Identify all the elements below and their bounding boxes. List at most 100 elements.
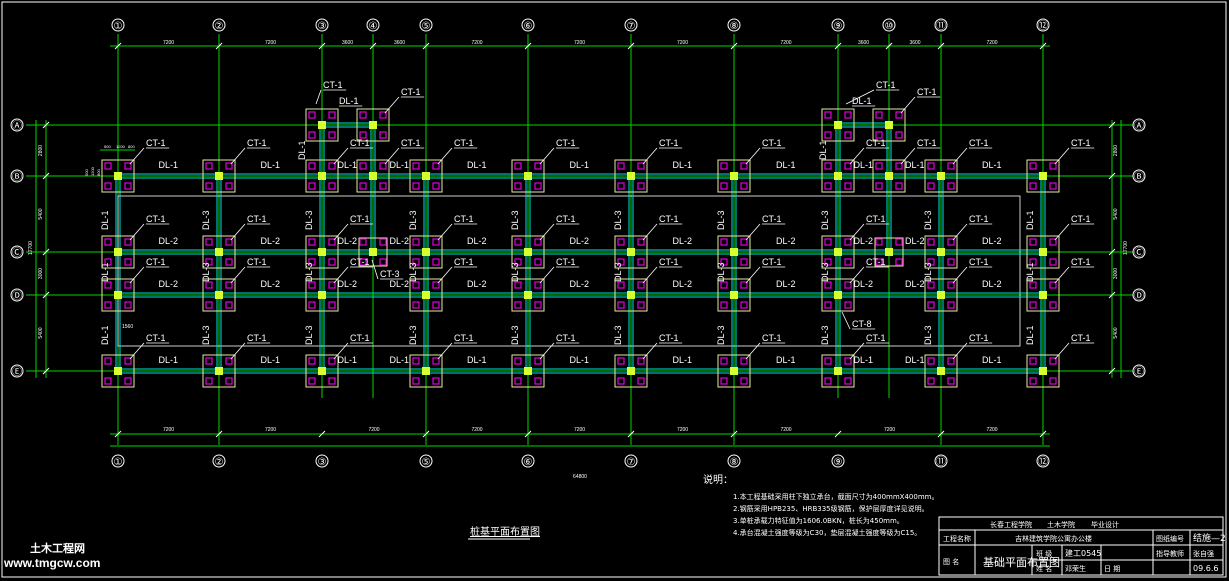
column [114, 291, 122, 299]
axis-bubble-label: ⑧ [730, 21, 739, 32]
leader-line [952, 223, 968, 241]
pile [637, 377, 645, 385]
pile [205, 377, 213, 385]
pile [308, 377, 316, 385]
pile [328, 182, 336, 190]
member-label: DL-1 [467, 355, 487, 365]
pile [1029, 182, 1037, 190]
dim-text-bottom: 7200 [780, 427, 791, 433]
pile [1049, 238, 1057, 246]
member-label-vertical: DL-3 [304, 325, 314, 345]
pile-cap [821, 235, 855, 269]
pile [514, 258, 522, 266]
pile [824, 301, 832, 309]
member-label-vertical: DL-3 [716, 210, 726, 230]
pile [947, 238, 955, 246]
pile [379, 111, 387, 119]
pile [412, 162, 420, 170]
member-label: DL-2 [467, 279, 487, 289]
pile [895, 182, 903, 190]
pile [308, 162, 316, 170]
dim-text-top: 3600 [858, 40, 869, 46]
column [369, 172, 377, 180]
column [834, 121, 842, 129]
dim-tick [730, 430, 738, 438]
pile [124, 357, 132, 365]
pile-cap [924, 354, 958, 388]
pile [824, 258, 832, 266]
pile [104, 377, 112, 385]
member-label: DL-1 [776, 355, 796, 365]
dim-tick [1039, 42, 1047, 50]
dim-tick [730, 42, 738, 50]
pile [895, 131, 903, 139]
column [369, 248, 377, 256]
pile [927, 182, 935, 190]
pile [1049, 301, 1057, 309]
pile [534, 357, 542, 365]
pile [1029, 301, 1037, 309]
pile [534, 258, 542, 266]
notes-block: 说明： 1.本工程基础采用柱下独立承台，截面尺寸为400mmX400mm。 2.… [703, 473, 938, 537]
column [318, 248, 326, 256]
column [730, 172, 738, 180]
dim-text-left: 5400 [38, 208, 44, 219]
leader-line [539, 147, 555, 165]
axis-bubble-label: ⑨ [834, 21, 843, 32]
pile [124, 182, 132, 190]
pile-cap [202, 278, 236, 312]
axis-bubble [111, 18, 125, 32]
pile-cap [358, 237, 388, 267]
pile [328, 238, 336, 246]
pile [1049, 162, 1057, 170]
member-label: DL-1 [339, 96, 359, 106]
pile [359, 238, 367, 246]
member-label: DL-2 [261, 236, 281, 246]
member-label-vertical: DL-3 [923, 325, 933, 345]
member-label: CT-1 [866, 257, 886, 267]
column [114, 367, 122, 375]
name-label: 图 名 [943, 557, 959, 566]
pile [895, 162, 903, 170]
pile [359, 258, 367, 266]
dim-tick [1108, 248, 1116, 256]
axis-bubble [521, 454, 535, 468]
axis-bubble [521, 18, 535, 32]
pile-cap [202, 159, 236, 193]
pile [947, 377, 955, 385]
axis-bubble-label: ⑨ [834, 457, 843, 468]
member-label: CT-1 [969, 138, 989, 148]
member-label: CT-1 [350, 138, 370, 148]
pile-cap [305, 354, 339, 388]
column [1039, 172, 1047, 180]
member-label-vertical: DL-3 [304, 210, 314, 230]
member-label: CT-1 [454, 138, 474, 148]
leader-line [539, 223, 555, 241]
member-label-vertical: DL-3 [923, 262, 933, 282]
pile [412, 281, 420, 289]
pile [844, 182, 852, 190]
leader-line [845, 89, 875, 105]
axis-bubble-label: Ⓒ [1134, 247, 1144, 259]
pile [740, 162, 748, 170]
leader-line [333, 147, 349, 165]
pile [124, 301, 132, 309]
member-label: CT-1 [454, 333, 474, 343]
leader-line [952, 342, 968, 360]
dim-tick [524, 42, 532, 50]
leader-line [230, 223, 246, 241]
member-label: DL-1 [261, 355, 281, 365]
pile [412, 182, 420, 190]
axis-bubble-label: ⑪ [936, 20, 946, 32]
pile [205, 258, 213, 266]
member-label-vertical: DL-1 [100, 325, 110, 345]
member-label: DL-2 [905, 279, 925, 289]
pile-cap [821, 354, 855, 388]
column [524, 172, 532, 180]
leader-line [384, 96, 400, 114]
member-label: DL-1 [673, 355, 693, 365]
axis-bubble-label: ⑤ [422, 457, 431, 468]
title-block-text: 长春工程学院 土木学院 毕业设计 工程名称 吉林建筑学院公寓办公楼 图纸编号 结… [943, 520, 1226, 573]
pile [617, 258, 625, 266]
member-label: DL-2 [776, 279, 796, 289]
